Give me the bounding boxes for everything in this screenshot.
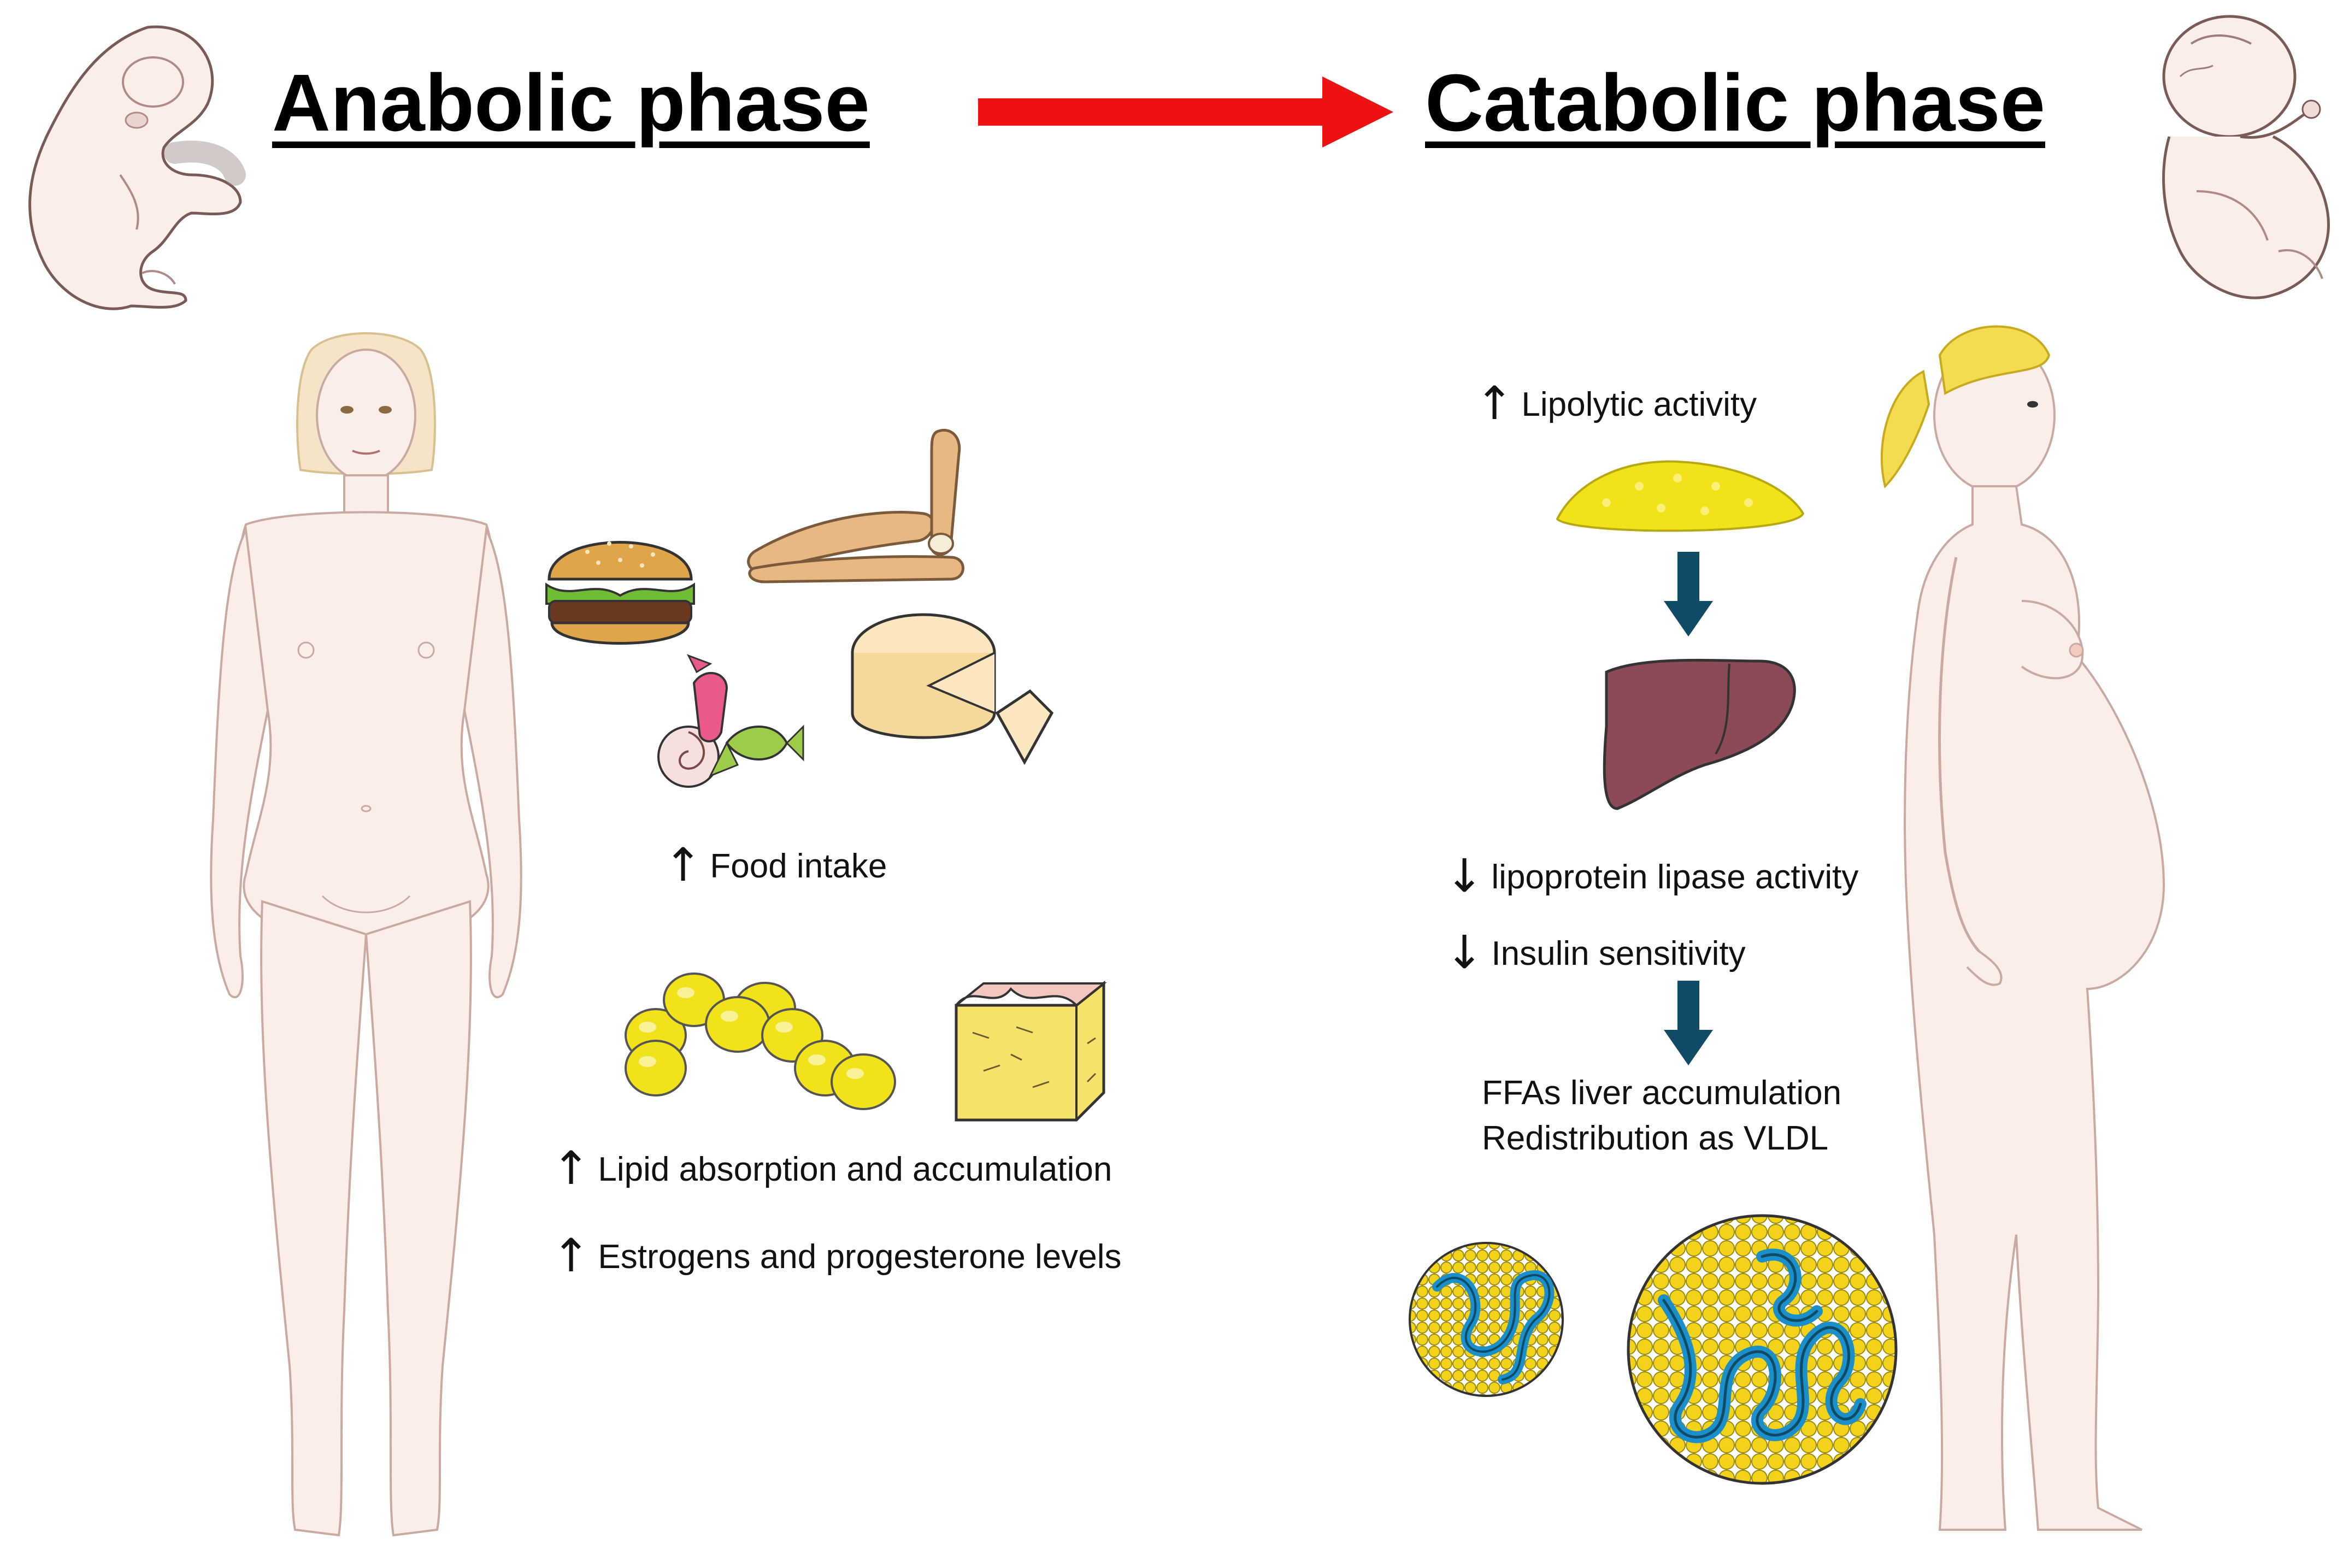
vldl-redistribution-label: Redistribution as VLDL bbox=[1482, 1119, 1829, 1157]
lpl-activity-label: ↓lipoprotein lipase activity bbox=[1445, 849, 1859, 903]
food-intake-label: ↑Food intake bbox=[664, 838, 887, 892]
anabolic-phase-title: Anabolic phase bbox=[272, 58, 870, 148]
insulin-sensitivity-label: ↓Insulin sensitivity bbox=[1445, 926, 1746, 979]
pregnant-woman-figure bbox=[1880, 325, 2165, 1531]
lipid-absorption-label: ↑Lipid absorption and accumulation bbox=[552, 1141, 1112, 1195]
lipolytic-activity-label: ↑Lipolytic activity bbox=[1475, 376, 1757, 430]
flow-arrow-down-1 bbox=[1664, 552, 1713, 636]
fat-pile-icon bbox=[1556, 460, 1805, 532]
lipoprotein-large-icon bbox=[1627, 1214, 1898, 1485]
lipoprotein-small-icon bbox=[1409, 1242, 1564, 1397]
phase-transition-arrow bbox=[978, 76, 1393, 148]
embryo-icon bbox=[28, 25, 246, 310]
increase-arrow-icon: ↑ bbox=[552, 1141, 591, 1195]
baguette-icon bbox=[747, 428, 964, 583]
adipose-tissue-icon bbox=[955, 980, 1107, 1122]
flow-arrow-down-2 bbox=[1664, 981, 1713, 1065]
hormones-label: ↑Estrogens and progesterone levels bbox=[552, 1229, 1122, 1282]
cheese-icon bbox=[851, 613, 1054, 765]
increase-arrow-icon: ↑ bbox=[1475, 376, 1514, 430]
increase-arrow-icon: ↑ bbox=[664, 838, 703, 892]
decrease-arrow-icon: ↓ bbox=[1445, 849, 1484, 903]
woman-figure bbox=[210, 332, 522, 1537]
candy-icon bbox=[657, 654, 804, 788]
ffa-accumulation-label: FFAs liver accumulation bbox=[1482, 1074, 1842, 1112]
fetus-icon bbox=[2162, 15, 2330, 299]
catabolic-phase-title: Catabolic phase bbox=[1425, 58, 2046, 148]
increase-arrow-icon: ↑ bbox=[552, 1229, 591, 1282]
burger-icon bbox=[545, 541, 695, 645]
decrease-arrow-icon: ↓ bbox=[1445, 926, 1484, 979]
liver-icon bbox=[1603, 658, 1796, 810]
lipid-droplets-icon bbox=[625, 972, 896, 1110]
